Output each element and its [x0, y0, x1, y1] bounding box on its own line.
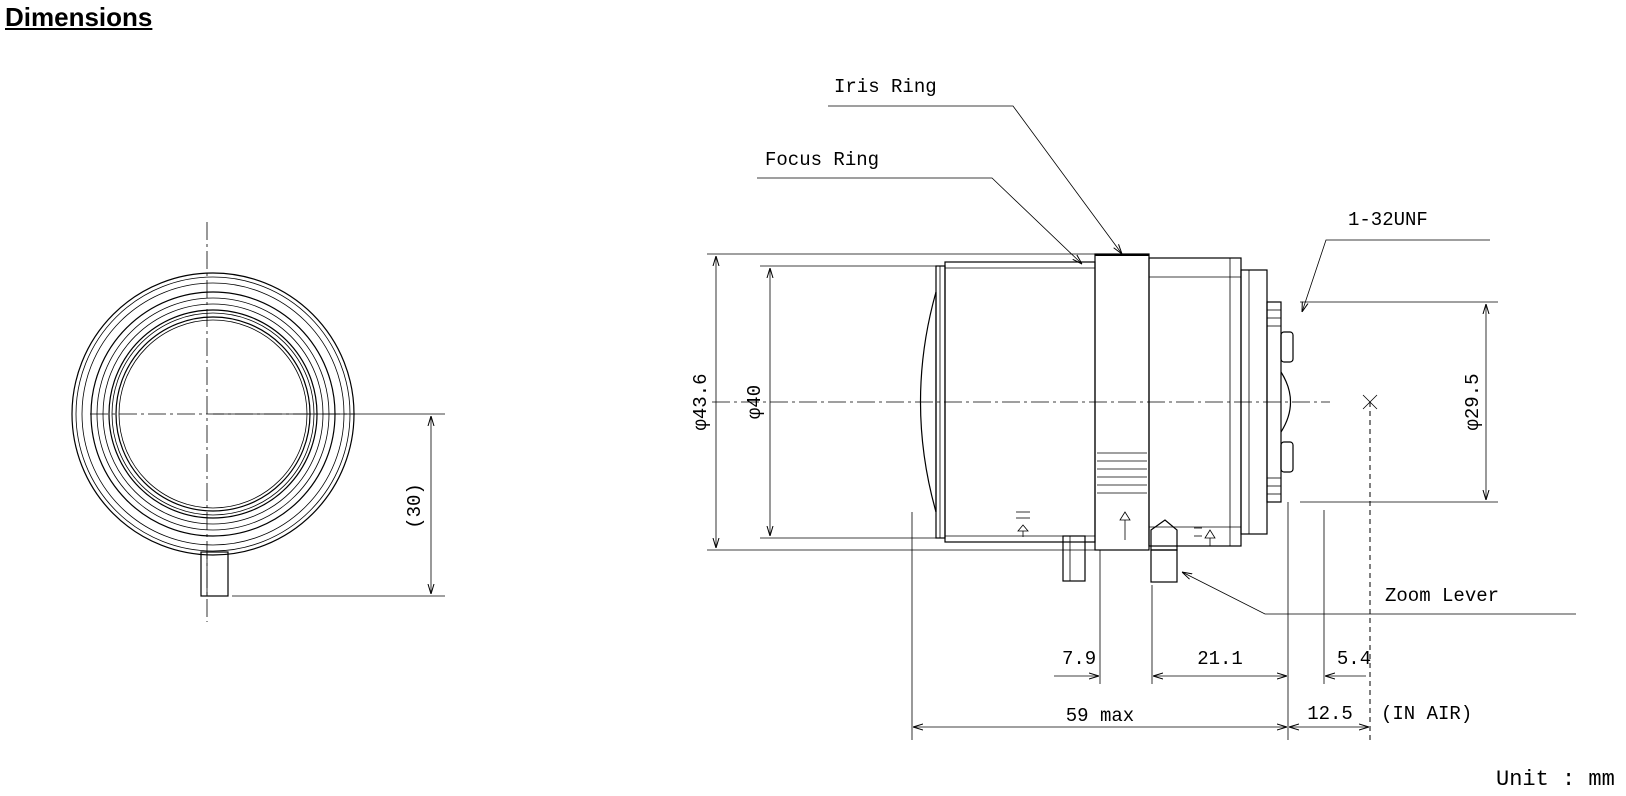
- iris-ring-leader: [828, 105, 1122, 254]
- iris-to-mount-label: 21.1: [1197, 648, 1243, 670]
- total-length-label: 59 max: [1066, 705, 1134, 727]
- mount-diameter-label: φ29.5: [1462, 373, 1484, 430]
- focus-screw: [1062, 535, 1086, 582]
- iris-ring-label: Iris Ring: [834, 76, 937, 98]
- zoom-lever: [1150, 549, 1178, 583]
- mount-thread-label: 1-32UNF: [1348, 209, 1428, 231]
- thread-length-label: 5.4: [1337, 648, 1371, 670]
- side-view: φ43.6 φ40 φ29.5 7.9 21.1 5.4 59 max: [690, 76, 1576, 740]
- mount-thread: [1266, 301, 1282, 503]
- outer-diameter-label: φ43.6: [690, 373, 712, 430]
- iris-knurl: [1097, 452, 1147, 494]
- mount-thread-leader: [1302, 239, 1490, 312]
- front-diameter-label: φ40: [744, 385, 766, 419]
- front-glass: [919, 291, 937, 513]
- focus-ring-leader: [757, 177, 1082, 264]
- lever-height-label: (30): [404, 483, 426, 529]
- focus-ring-label: Focus Ring: [765, 149, 879, 171]
- back-focus-label: 12.5: [1307, 703, 1353, 725]
- front-lever-stub: [200, 551, 229, 597]
- body-markings: [1016, 511, 1216, 546]
- zoom-lever-leader: [1182, 572, 1576, 615]
- front-view: (30): [71, 222, 445, 622]
- rear-element: [1280, 371, 1291, 433]
- zoom-lever-label: Zoom Lever: [1385, 585, 1499, 607]
- in-air-label: (IN AIR): [1381, 703, 1472, 725]
- focus-offset-label: 7.9: [1062, 648, 1096, 670]
- page-title: Dimensions: [5, 2, 153, 32]
- unit-label: Unit : mm: [1496, 767, 1615, 792]
